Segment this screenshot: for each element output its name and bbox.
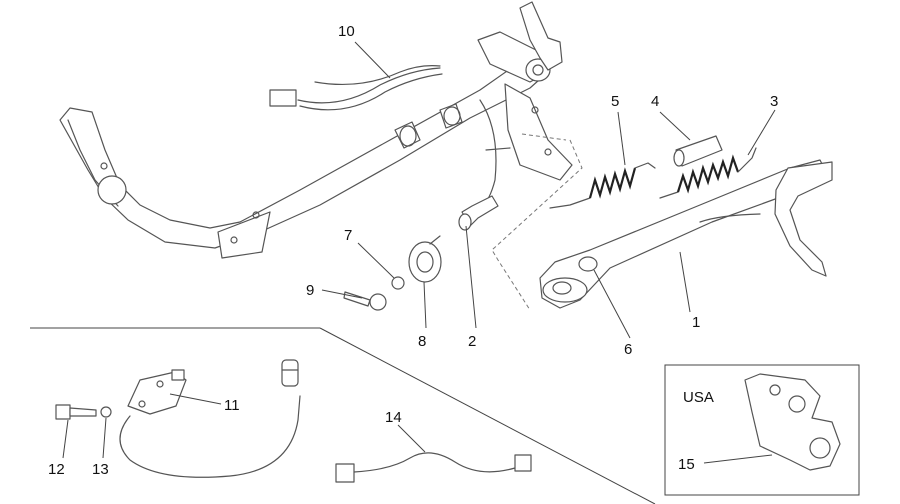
callout-14: 14 bbox=[385, 409, 402, 426]
part-10-cable bbox=[269, 65, 443, 111]
callout-5: 5 bbox=[611, 93, 619, 110]
part-11-cable bbox=[119, 395, 301, 478]
callout-13: 13 bbox=[92, 461, 109, 478]
alignment-dashes bbox=[491, 139, 583, 311]
part-11-sensor bbox=[127, 369, 187, 415]
frame-assembly bbox=[59, 1, 573, 259]
callout-2: 2 bbox=[468, 333, 476, 350]
callout-3: 3 bbox=[770, 93, 778, 110]
part-4-sleeve bbox=[673, 135, 723, 167]
callout-11: 11 bbox=[224, 397, 240, 414]
part-8-bushing bbox=[408, 235, 442, 283]
callout-6: 6 bbox=[624, 341, 632, 358]
part-12-screw bbox=[55, 404, 97, 420]
callout-10: 10 bbox=[338, 23, 355, 40]
callout-12: 12 bbox=[48, 461, 65, 478]
callout-8: 8 bbox=[418, 333, 426, 350]
part-7-washer bbox=[391, 276, 405, 290]
part-6-nut bbox=[578, 256, 598, 272]
callout-4: 4 bbox=[651, 93, 659, 110]
section-divider bbox=[30, 327, 656, 504]
callout-15: 15 bbox=[678, 456, 695, 473]
callout-7: 7 bbox=[344, 227, 352, 244]
callout-1: 1 bbox=[692, 314, 700, 331]
part-2-pivot-bolt bbox=[458, 195, 499, 231]
part-15-bracket bbox=[744, 373, 841, 471]
part-3-spring bbox=[659, 147, 757, 199]
part-9-bolt bbox=[343, 291, 387, 311]
usa-inset: USA bbox=[664, 364, 860, 496]
part-13-washer bbox=[100, 406, 112, 418]
leader-lines bbox=[62, 41, 776, 464]
part-14-harness bbox=[335, 452, 532, 483]
callout-9: 9 bbox=[306, 282, 314, 299]
callout-labels: 10 5 4 3 7 9 1 8 2 6 11 14 12 13 15 bbox=[48, 23, 778, 478]
part-1-side-stand bbox=[539, 159, 833, 309]
inset-region-label: USA bbox=[683, 389, 714, 406]
sensor-connector bbox=[281, 359, 299, 387]
part-5-spring bbox=[549, 162, 656, 209]
